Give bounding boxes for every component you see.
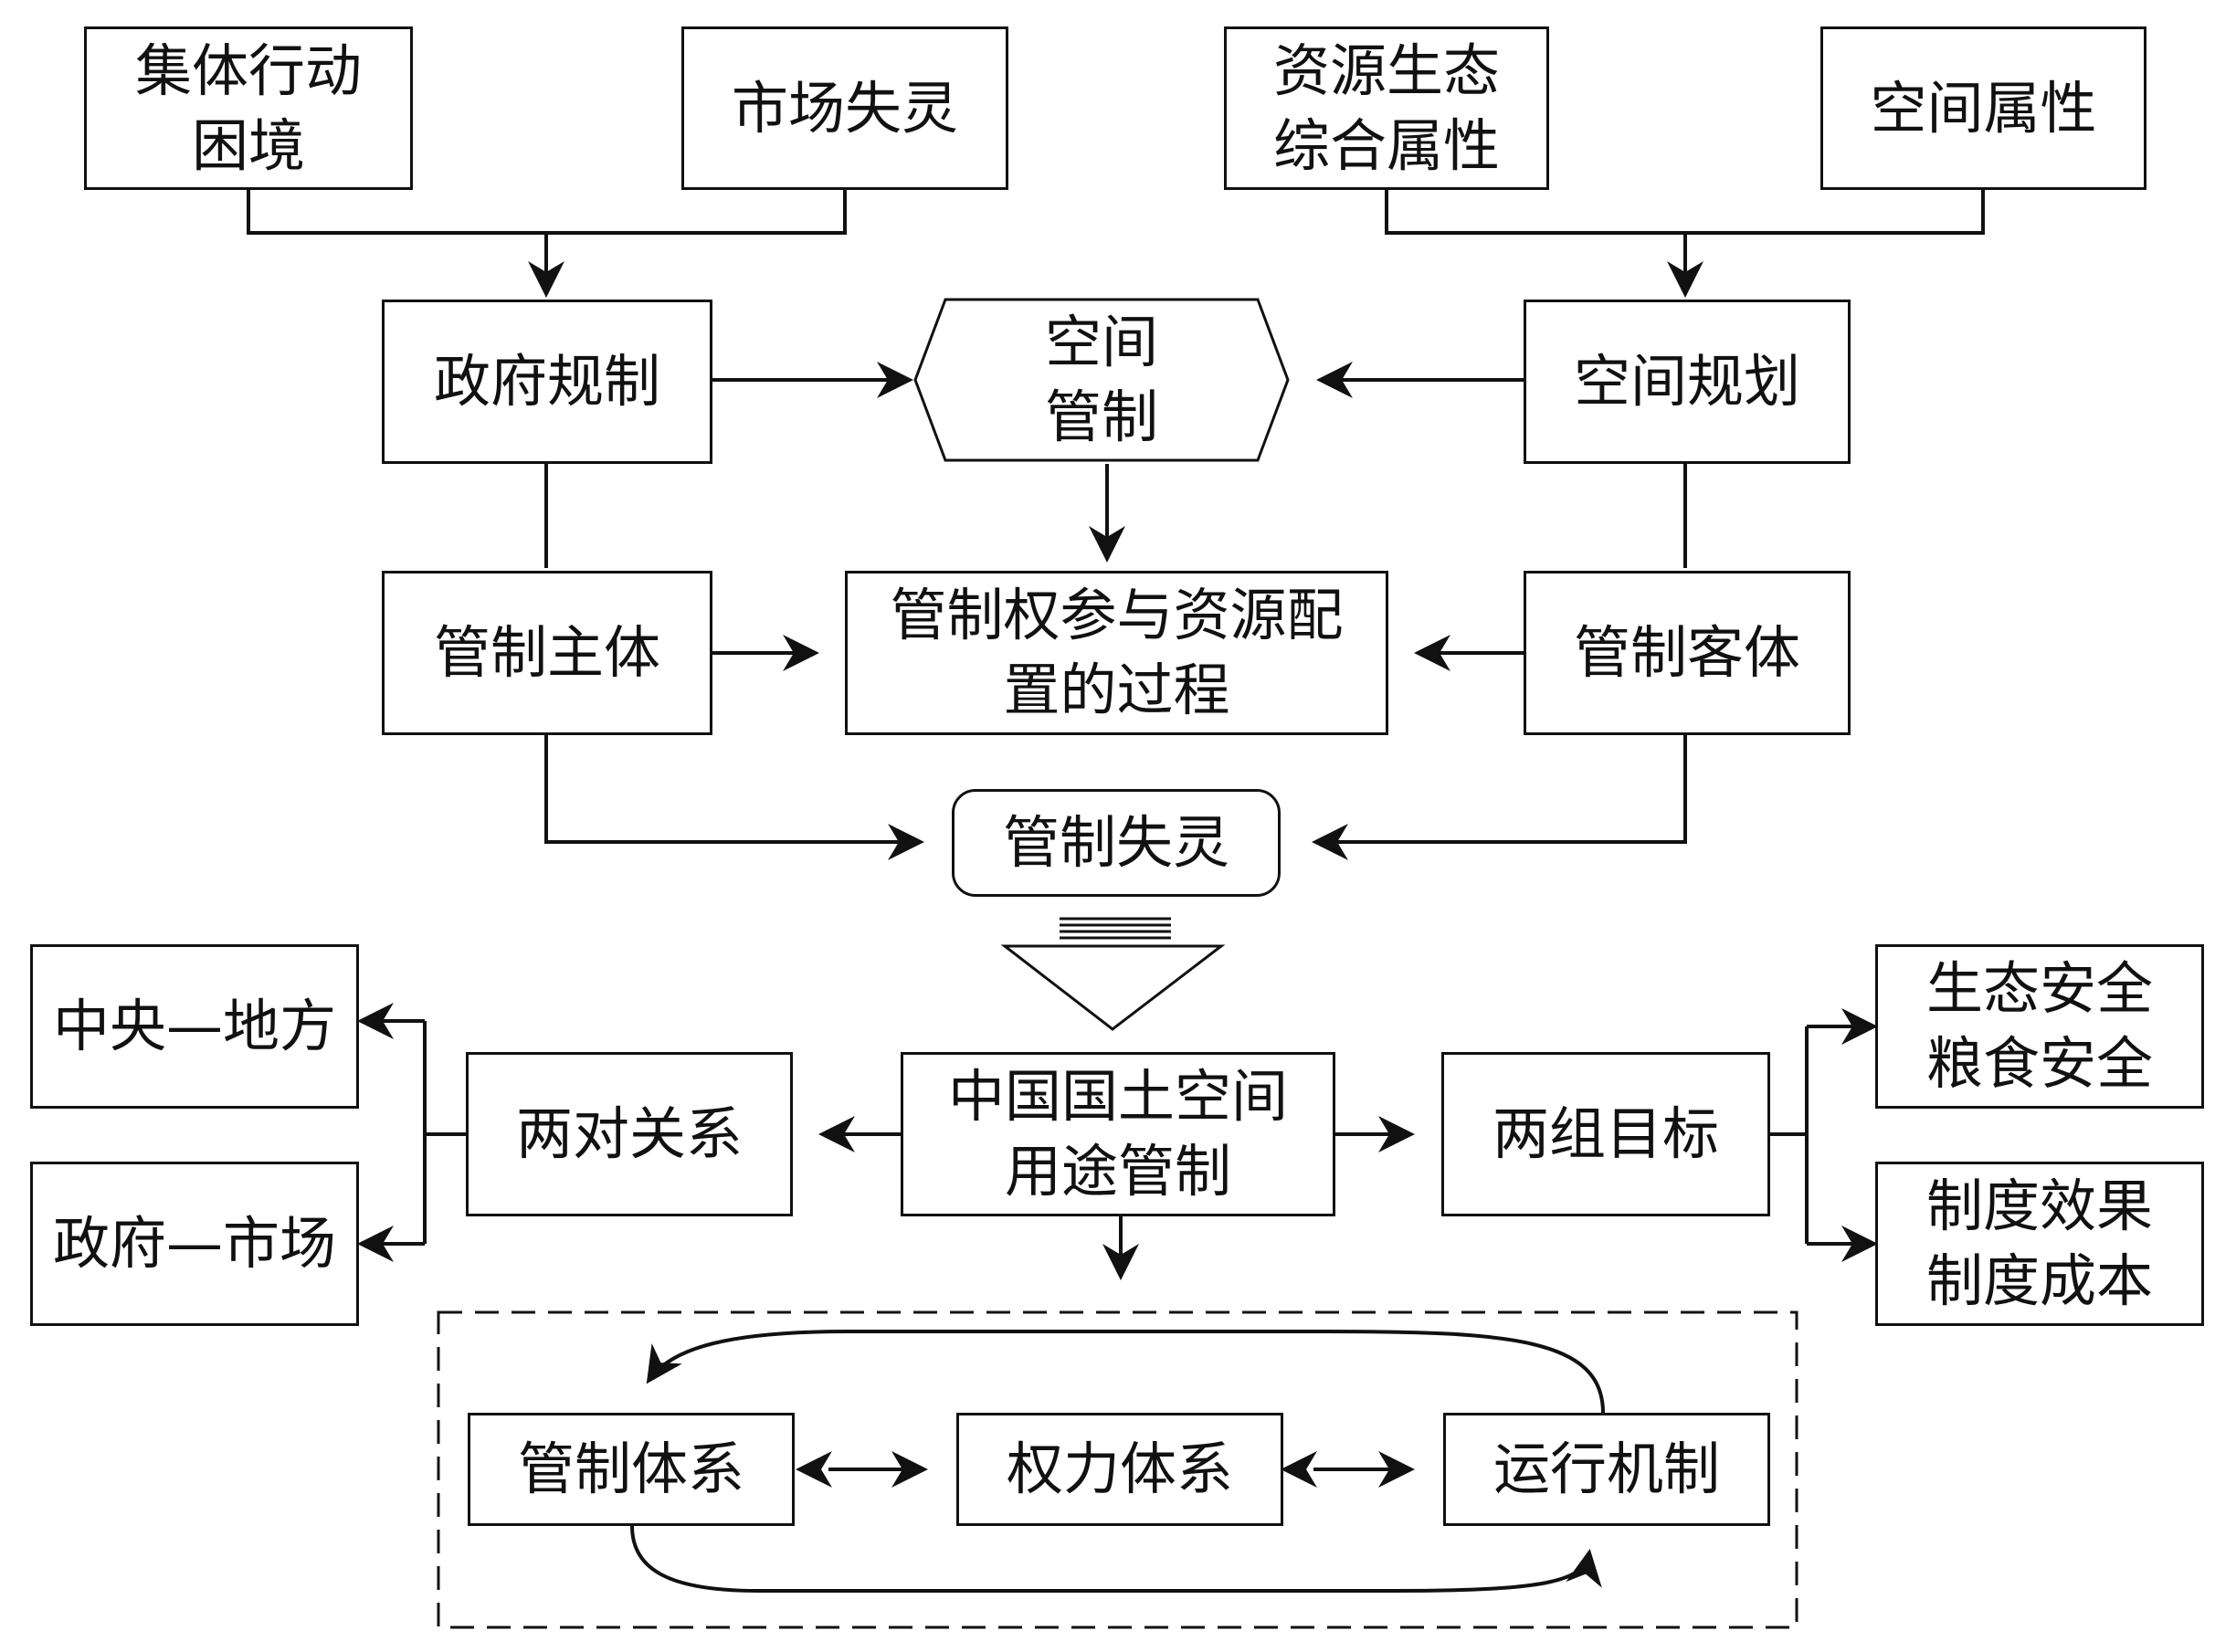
node-resource-ecology-attribute: 资源生态 综合属性 xyxy=(1224,26,1549,190)
systems-dashed-frame xyxy=(437,1310,1798,1629)
node-operation-mechanism: 运行机制 xyxy=(1443,1413,1770,1526)
node-spatial-planning: 空间规划 xyxy=(1524,300,1851,464)
node-market-failure: 市场失灵 xyxy=(681,26,1008,190)
node-institution-goals: 制度效果 制度成本 xyxy=(1875,1162,2204,1326)
node-control-system: 管制体系 xyxy=(468,1413,795,1526)
down-block-arrow xyxy=(1000,917,1226,1031)
cycle-arrow-top xyxy=(646,1330,1605,1414)
node-control-failure: 管制失灵 xyxy=(952,789,1281,897)
merge-connector-left xyxy=(247,190,847,235)
goals-bracket xyxy=(1770,1026,1809,1244)
node-control-process: 管制权参与资源配 置的过程 xyxy=(845,571,1388,735)
node-two-relations: 两对关系 xyxy=(466,1052,793,1216)
node-collective-action-dilemma: 集体行动 困境 xyxy=(84,26,413,190)
node-spatial-control: 空间 管制 xyxy=(1044,309,1158,450)
spatial-control-hexagon xyxy=(913,298,1290,462)
node-government-regulation: 政府规制 xyxy=(382,300,712,464)
node-government-market: 政府—市场 xyxy=(30,1162,359,1326)
node-central-local: 中央—地方 xyxy=(30,944,359,1109)
cycle-arrow-bottom xyxy=(630,1525,1602,1593)
arrow-object-to-failure xyxy=(1312,735,1687,860)
node-safety-goals: 生态安全 粮食安全 xyxy=(1875,944,2204,1109)
node-power-system: 权力体系 xyxy=(956,1413,1283,1526)
merge-connector-right xyxy=(1385,190,1985,235)
node-two-goals: 两组目标 xyxy=(1441,1052,1770,1216)
node-control-subject: 管制主体 xyxy=(382,571,712,735)
node-control-object: 管制客体 xyxy=(1524,571,1851,735)
node-china-spatial-use-control: 中国国土空间 用途管制 xyxy=(901,1052,1335,1216)
node-spatial-attribute: 空间属性 xyxy=(1820,26,2146,190)
relations-bracket xyxy=(423,1021,466,1244)
arrow-subject-to-failure xyxy=(544,735,924,860)
